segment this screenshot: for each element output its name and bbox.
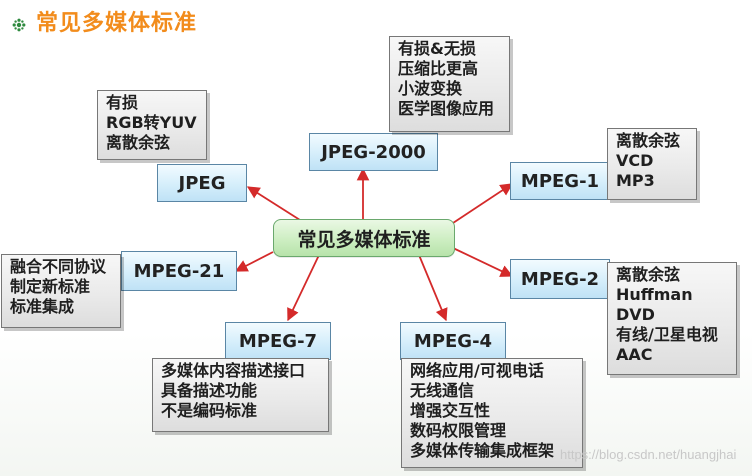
desc-line: AAC: [616, 345, 653, 364]
desc-line: 多媒体传输集成框架: [410, 441, 555, 460]
desc-line: Huffman: [616, 285, 693, 304]
desc-line: 融合不同协议: [10, 257, 107, 276]
desc-line: 无线通信: [410, 381, 475, 400]
desc-line: 标准集成: [10, 297, 75, 316]
node-mpeg2: MPEG-2: [510, 259, 610, 299]
desc-line: 小波变换: [398, 79, 463, 98]
desc-line: 不是编码标准: [161, 401, 258, 420]
node-mpeg1: MPEG-1: [510, 162, 610, 200]
watermark: https://blog.csdn.net/huangjhai: [560, 447, 737, 462]
arrow-to-mpeg4: [418, 254, 448, 322]
desc-line: 离散余弦: [616, 131, 681, 150]
desc-line: MP3: [616, 171, 655, 190]
node-jpeg2000: JPEG-2000: [309, 133, 438, 171]
arrow-to-mpeg7: [287, 254, 320, 322]
desc-line: 网络应用/可视电话: [410, 361, 544, 380]
node-mpeg7: MPEG-7: [225, 322, 331, 360]
desc-mpeg4: 网络应用/可视电话 无线通信 增强交互性 数码权限管理 多媒体传输集成框架: [401, 358, 583, 468]
desc-line: VCD: [616, 151, 654, 170]
desc-line: 有损: [106, 93, 139, 112]
title-row: 常见多媒体标准: [12, 10, 197, 38]
desc-line: 具备描述功能: [161, 381, 258, 400]
page-title: 常见多媒体标准: [36, 11, 198, 36]
node-mpeg4: MPEG-4: [400, 322, 506, 360]
desc-line: 制定新标准: [10, 277, 91, 296]
desc-line: 多媒体内容描述接口: [161, 361, 306, 380]
desc-line: 医学图像应用: [398, 99, 495, 118]
arrow-to-mpeg2: [452, 247, 514, 277]
desc-jpeg2000: 有损&无损 压缩比更高 小波变换 医学图像应用: [389, 36, 510, 132]
desc-line: 有损&无损: [398, 39, 476, 58]
desc-line: 有线/卫星电视: [616, 325, 718, 344]
desc-mpeg7: 多媒体内容描述接口 具备描述功能 不是编码标准: [152, 358, 329, 432]
desc-line: 压缩比更高: [398, 59, 479, 78]
desc-mpeg1: 离散余弦 VCD MP3: [607, 128, 697, 200]
desc-line: 增强交互性: [410, 401, 491, 420]
desc-jpeg: 有损 RGB转YUV 离散余弦: [97, 90, 207, 160]
desc-line: 离散余弦: [106, 133, 171, 152]
center-node: 常见多媒体标准: [273, 219, 455, 257]
desc-mpeg21: 融合不同协议 制定新标准 标准集成: [1, 254, 121, 328]
desc-mpeg2: 离散余弦 Huffman DVD 有线/卫星电视 AAC: [607, 262, 737, 375]
desc-line: 数码权限管理: [410, 421, 507, 440]
node-mpeg21: MPEG-21: [121, 251, 237, 291]
desc-line: RGB转YUV: [106, 113, 197, 132]
node-jpeg: JPEG: [157, 164, 247, 202]
desc-line: 离散余弦: [616, 265, 681, 284]
gear-flower-icon: [12, 17, 26, 32]
arrow-to-mpeg21: [234, 251, 274, 272]
desc-line: DVD: [616, 305, 655, 324]
arrow-to-jpeg: [246, 186, 301, 221]
arrow-to-mpeg1: [452, 183, 514, 224]
